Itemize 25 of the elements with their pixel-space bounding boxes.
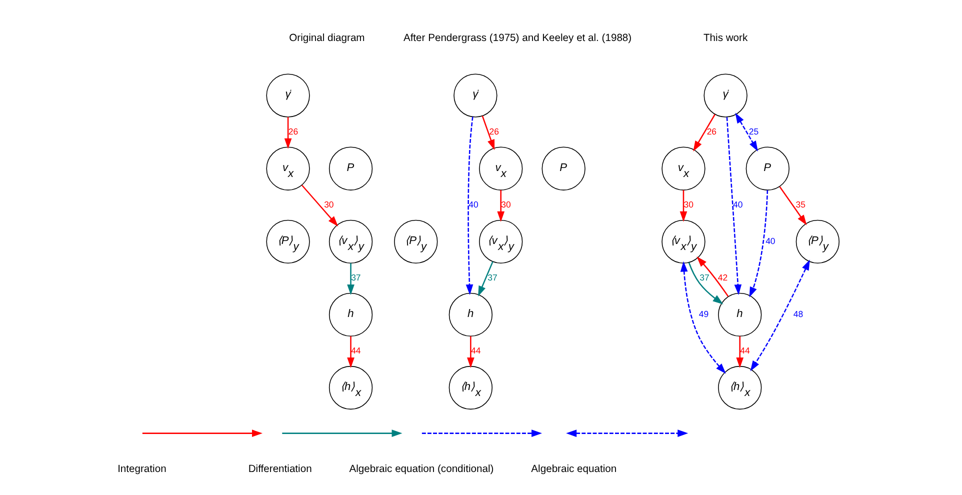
edge-label: 37 <box>488 272 498 282</box>
edge-label: 42 <box>718 272 728 282</box>
legend-label: Differentiation <box>248 464 312 476</box>
edge-label: 48 <box>793 308 804 319</box>
edge-label: 30 <box>684 199 694 210</box>
label: This work <box>704 33 748 44</box>
edge-label: 30 <box>324 199 334 210</box>
label: Original diagram <box>289 33 365 44</box>
edge-label: 40 <box>733 199 743 210</box>
edge-label: 26 <box>489 126 499 136</box>
label: After Pendergrass (1975) and Keeley et al. (1988) <box>403 33 632 44</box>
edge-label: 37 <box>351 272 361 282</box>
edge-label: 35 <box>796 199 806 210</box>
edge-label: 37 <box>700 272 710 282</box>
legend-label: Integration <box>118 464 166 476</box>
edge-label: 49 <box>698 308 709 319</box>
edge-label: 25 <box>748 126 759 136</box>
edge-label: 40 <box>766 236 776 246</box>
edge-label: 26 <box>706 126 717 136</box>
edge-label: 26 <box>288 126 298 136</box>
edge-label: 40 <box>468 199 478 210</box>
edge-label: 30 <box>501 199 511 210</box>
edge-label: 44 <box>740 345 750 356</box>
legend-label: Algebraic equation (conditional) <box>349 464 494 476</box>
legend-label: Algebraic equation <box>531 464 617 476</box>
